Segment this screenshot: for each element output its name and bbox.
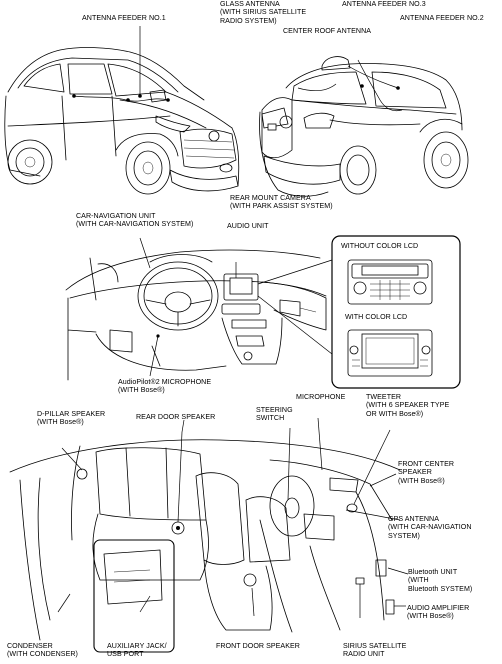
d-pillar-speaker-label: D-PILLAR SPEAKER (WITH Bose®) [37, 410, 106, 427]
car-navigation-unit-label: CAR-NAVIGATION UNIT (WITH CAR-NAVIGATION… [76, 212, 194, 229]
rear-mount-camera-label: REAR MOUNT CAMERA (WITH PARK ASSIST SYST… [230, 194, 333, 211]
without-color-lcd-label: WITHOUT COLOR LCD [341, 242, 419, 250]
glass-antenna-label: GLASS ANTENNA (WITH SIRIUS SATELLITE RAD… [220, 0, 307, 25]
front-door-speaker-label: FRONT DOOR SPEAKER [216, 642, 300, 650]
with-color-lcd-label: WITH COLOR LCD [345, 313, 408, 321]
rear-door-speaker-label: REAR DOOR SPEAKER [136, 413, 216, 421]
antenna-feeder-no3-label: ANTENNA FEEDER NO.3 [342, 0, 426, 8]
antenna-feeder-no2-label: ANTENNA FEEDER NO.2 [400, 14, 484, 22]
bluetooth-unit-label: Bluetooth UNIT (WITH Bluetooth SYSTEM) [408, 568, 473, 593]
front-center-speaker-label: FRONT CENTER SPEAKER (WITH Bose®) [398, 460, 455, 485]
antenna-feeder-no1-label: ANTENNA FEEDER NO.1 [82, 14, 166, 22]
auxiliary-jack-usb-port-label: AUXILIARY JACK/ USB PORT [107, 642, 167, 659]
gps-antenna-label: GPS ANTENNA (WITH CAR-NAVIGATION SYSTEM) [388, 515, 472, 540]
audio-unit-with-lcd-illustration [347, 329, 433, 377]
condenser-label: CONDENSER (WITH CONDENSER) [7, 642, 78, 659]
vehicle-front-view-illustration [4, 26, 240, 195]
audio-unit-without-lcd-illustration [347, 259, 433, 305]
steering-switch-label: STEERING SWITCH [256, 406, 293, 423]
microphone-label: MICROPHONE [296, 393, 346, 401]
instrument-panel-illustration [65, 237, 327, 381]
audio-amplifier-label: AUDIO AMPLIFIER (WITH Bose®) [407, 604, 470, 621]
audio-unit-variants-inset [257, 235, 461, 389]
center-roof-antenna-label: CENTER ROOF ANTENNA [283, 27, 372, 35]
vehicle-rear-view-illustration [259, 56, 469, 197]
vehicle-interior-illustration [9, 417, 409, 653]
sirius-satellite-radio-unit-label: SIRIUS SATELLITE RADIO UNIT [343, 642, 407, 659]
tweeter-label: TWEETER (WITH 6 SPEAKER TYPE OR WITH Bos… [366, 393, 450, 418]
audio-unit-label: AUDIO UNIT [227, 222, 269, 230]
audiopilot-microphone-label: AudioPilot®2 MICROPHONE (WITH Bose®) [118, 378, 212, 395]
